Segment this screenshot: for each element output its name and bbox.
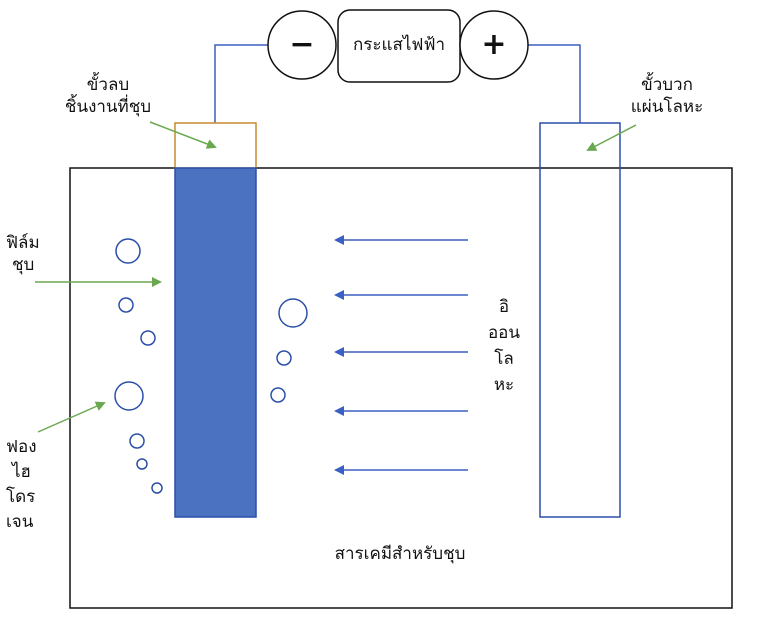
ions-label-line: อิ <box>498 297 510 317</box>
hydrogen-label-line: โดร <box>6 487 36 507</box>
hydrogen-label-line: ฟอง <box>6 437 37 457</box>
hydrogen-label: ฟอง ไฮ โดร เจน <box>6 435 66 535</box>
cathode-label: ขั้วลบ ชิ้นงานที่ชุบ <box>40 74 176 118</box>
plating-solution-label: สารเคมีสำหรับชุบ <box>334 544 466 564</box>
cathode-workpiece <box>174 167 257 518</box>
hydrogen-bubble <box>278 298 308 328</box>
ions-label-line: โล <box>494 349 514 369</box>
negative-terminal <box>267 10 337 80</box>
metal-ions-label: อิ ออน โล หะ <box>476 294 532 398</box>
hydrogen-bubble <box>136 458 148 470</box>
hydrogen-bubble <box>151 482 163 494</box>
positive-terminal <box>459 10 529 80</box>
cathode-label-line: ขั้วลบ <box>86 75 130 95</box>
cathode-label-line: ชิ้นงานที่ชุบ <box>64 97 152 117</box>
cathode-terminal-box <box>174 122 257 169</box>
hydrogen-label-line: เจน <box>6 512 34 532</box>
film-label-line: ฟิล์ม <box>6 233 40 253</box>
cathode-pointer-arrow <box>149 121 217 149</box>
negative-sign: − <box>289 27 315 62</box>
hydrogen-bubble <box>114 381 144 411</box>
wire-negative <box>214 44 268 123</box>
hydrogen-bubble <box>140 330 156 346</box>
hydrogen-bubble <box>276 350 292 366</box>
hydrogen-pointer-arrow <box>37 401 106 433</box>
film-label-line: ชุบ <box>12 255 35 275</box>
ions-label-line: หะ <box>493 375 515 395</box>
hydrogen-bubble <box>115 238 141 264</box>
film-label: ฟิล์ม ชุบ <box>6 232 66 276</box>
power-supply-label: กระแสไฟฟ้า <box>352 35 446 55</box>
anode-label-line: ขั้วบวก <box>641 75 693 95</box>
anode-metal-plate <box>539 122 621 518</box>
anode-pointer-arrow <box>586 124 637 151</box>
anode-label: ขั้วบวก แผ่นโลหะ <box>612 74 722 118</box>
plating-tank <box>69 167 733 609</box>
hydrogen-bubble <box>129 433 145 449</box>
ions-label-line: ออน <box>487 323 521 343</box>
wire-positive <box>528 44 581 123</box>
anode-label-line: แผ่นโลหะ <box>630 97 704 117</box>
hydrogen-bubble <box>118 297 134 313</box>
positive-sign: + <box>481 27 507 62</box>
hydrogen-label-line: ไฮ <box>12 462 31 482</box>
hydrogen-bubble <box>270 387 286 403</box>
